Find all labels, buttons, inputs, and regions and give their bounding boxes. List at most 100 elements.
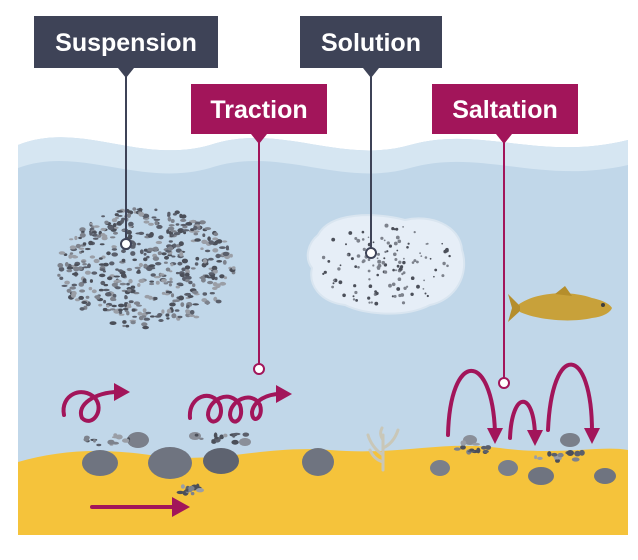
solution-particle (346, 253, 349, 256)
suspension-particle (89, 255, 96, 259)
suspension-particle (167, 226, 175, 231)
label-traction-text: Traction (210, 96, 307, 124)
suspension-particle (143, 252, 147, 256)
solution-particle (402, 260, 406, 265)
suspension-particle (202, 292, 208, 296)
pebble (463, 435, 477, 445)
suspension-particle (82, 263, 87, 266)
suspension-particle (78, 247, 85, 250)
suspension-particle (185, 309, 191, 315)
suspension-particle (185, 222, 193, 226)
solution-particle (381, 260, 386, 265)
solution-particle (356, 238, 361, 243)
suspension-particle (126, 267, 133, 272)
suspension-particle (204, 249, 211, 253)
plant-icon (366, 426, 400, 472)
suspension-particle (177, 261, 183, 266)
suspension-particle (70, 293, 76, 298)
suspension-particle (113, 231, 118, 235)
suspension-particle (199, 276, 205, 279)
solution-particle (377, 259, 382, 264)
suspension-particle (73, 266, 80, 272)
suspension-particle (194, 238, 201, 242)
suspension-particle (172, 213, 177, 216)
suspension-particle (128, 300, 134, 304)
suspension-particle (98, 303, 103, 307)
suspension-particle (111, 304, 117, 308)
suspension-particle (192, 303, 199, 306)
solution-particle (445, 247, 449, 252)
suspension-particle (77, 266, 83, 271)
solution-particle (345, 243, 347, 246)
suspension-particle (176, 282, 184, 286)
leader-lines (125, 72, 505, 383)
suspension-particle (204, 227, 212, 231)
solution-particle (368, 284, 373, 289)
suspension-particle (194, 221, 201, 226)
suspension-particle (191, 290, 199, 294)
grain (122, 438, 130, 443)
suspension-particle (121, 258, 126, 263)
solution-particle (386, 241, 390, 245)
traction-arrows (61, 390, 282, 509)
solution-particle (368, 301, 371, 304)
solution-particle (355, 299, 358, 302)
suspension-particle (153, 296, 158, 301)
grain (482, 449, 489, 454)
pebble (430, 460, 450, 476)
solution-particle (370, 301, 373, 304)
suspension-particle (103, 283, 109, 287)
suspension-particle (132, 207, 137, 211)
suspension-particle (167, 246, 174, 251)
suspension-particle (114, 213, 119, 217)
suspension-particle (100, 280, 106, 286)
suspension-particle (82, 266, 89, 269)
suspension-particle (110, 296, 116, 302)
suspension-particle (182, 225, 188, 229)
grain (472, 442, 480, 446)
suspension-particle (161, 309, 165, 314)
suspension-particle (139, 249, 144, 255)
suspension-particle (81, 301, 88, 304)
solution-particle (406, 246, 409, 249)
small-grains (83, 432, 585, 496)
suspension-particle (153, 218, 161, 221)
suspension-particle (81, 230, 85, 233)
solution-particle (403, 257, 405, 260)
suspension-particle (74, 263, 79, 267)
grain (180, 484, 185, 489)
suspension-particle (114, 226, 119, 229)
suspension-particle (167, 214, 171, 217)
suspension-particle (120, 219, 124, 224)
suspension-particle (216, 260, 223, 263)
bounce-arrow-3 (546, 362, 594, 434)
suspension-particle (194, 262, 199, 266)
suspension-particle (145, 233, 150, 236)
solution-particle (367, 236, 370, 239)
suspension-particle (192, 283, 196, 288)
grain (96, 443, 102, 447)
grain (453, 447, 461, 451)
suspension-particle (211, 275, 216, 280)
suspension-particle (154, 220, 159, 226)
solution-particle (391, 282, 396, 287)
suspension-particle (164, 255, 169, 260)
suspension-particle (223, 276, 228, 280)
suspension-particle (105, 292, 112, 297)
suspension-particle (115, 216, 119, 220)
suspension-particle (126, 282, 130, 286)
solution-particle (377, 252, 380, 256)
solution-particle (393, 241, 398, 246)
suspension-particle (231, 266, 236, 270)
suspension-particle (146, 255, 150, 259)
suspension-particle (111, 252, 118, 257)
suspension-particle (79, 232, 86, 238)
suspension-particle (135, 232, 142, 235)
pebble (302, 448, 334, 476)
solution-particle (383, 239, 386, 242)
suspension-particle (204, 301, 211, 305)
arrowhead (487, 428, 503, 444)
suspension-particle (180, 302, 185, 307)
solution-particle (338, 280, 343, 285)
suspension-particle (58, 267, 65, 272)
